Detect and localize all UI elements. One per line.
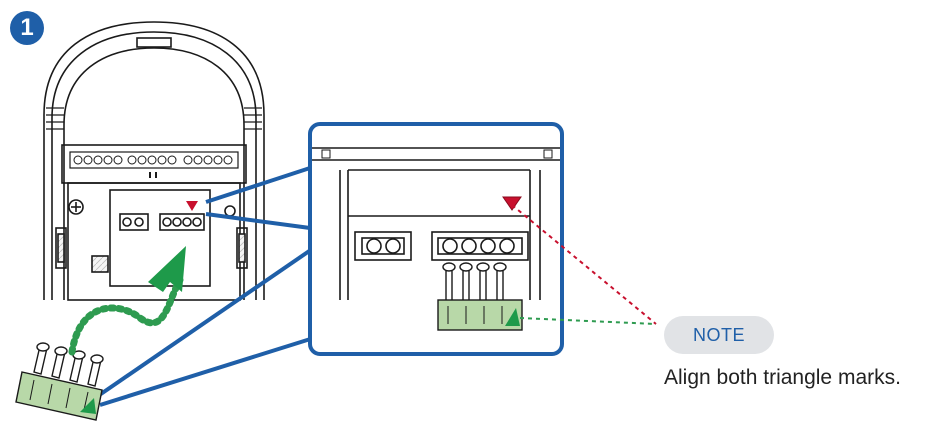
step-number-badge: 1 [10, 11, 44, 45]
up-arrow-icon [148, 246, 186, 292]
note-label: NOTE [664, 316, 774, 354]
zoom-callout-lines [93, 166, 321, 407]
inset-triangle-mark [502, 196, 522, 211]
note-text: Align both triangle marks. [664, 366, 901, 389]
loose-plug [15, 342, 104, 421]
device-body [43, 21, 265, 301]
device-triangle-mark [186, 201, 198, 211]
insertion-path [68, 276, 184, 356]
green-leader-line [519, 317, 657, 325]
plug-triangle-mark [505, 308, 520, 326]
loose-plug-triangle-mark [80, 398, 96, 414]
red-leader-line [511, 204, 657, 325]
magnified-inset [308, 122, 564, 356]
